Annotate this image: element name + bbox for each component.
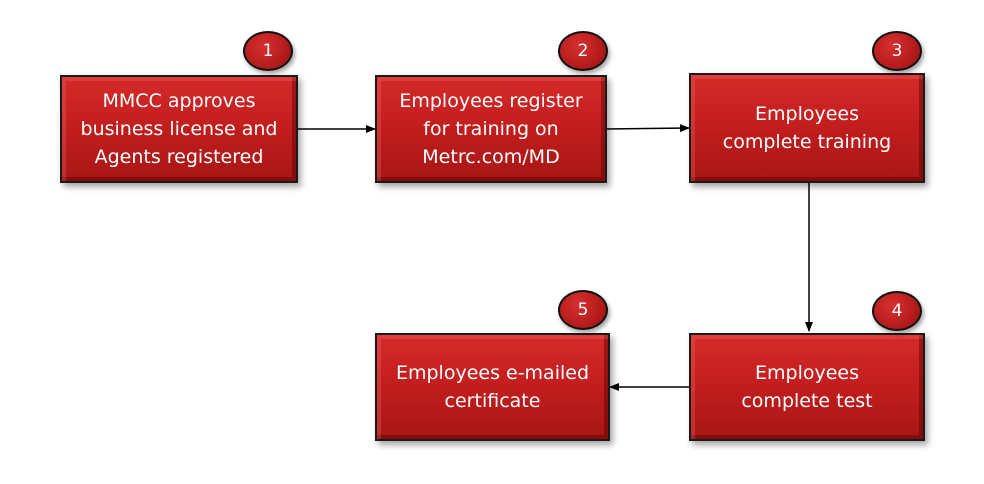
- arrow-step-2-to-step-3: [605, 124, 690, 133]
- step-5-text: Employees e-mailed certificate: [395, 362, 590, 412]
- step-1-box: MMCC approves business license and Agent…: [60, 75, 298, 183]
- step-5-box: Employees e-mailed certificate: [375, 333, 610, 441]
- step-1-text: MMCC approves business license and Agent…: [80, 90, 278, 168]
- step-5-badge: 5: [558, 290, 608, 330]
- step-4-number: 4: [891, 301, 903, 321]
- step-2-number: 2: [577, 41, 589, 61]
- step-3-text: Employees complete training: [722, 103, 892, 153]
- step-1-number: 1: [262, 41, 274, 61]
- step-2-box: Employees register for training on Metrc…: [375, 75, 607, 183]
- step-4-text: Employees complete test: [741, 362, 873, 412]
- step-3-box: Employees complete training: [689, 73, 925, 183]
- step-2-text: Employees register for training on Metrc…: [399, 90, 583, 168]
- step-1-badge: 1: [243, 31, 293, 71]
- step-4-box: Employees complete test: [689, 333, 925, 441]
- step-3-number: 3: [891, 41, 903, 61]
- step-4-badge: 4: [872, 291, 922, 331]
- step-5-number: 5: [577, 300, 589, 320]
- step-2-badge: 2: [558, 31, 608, 71]
- step-3-badge: 3: [872, 31, 922, 71]
